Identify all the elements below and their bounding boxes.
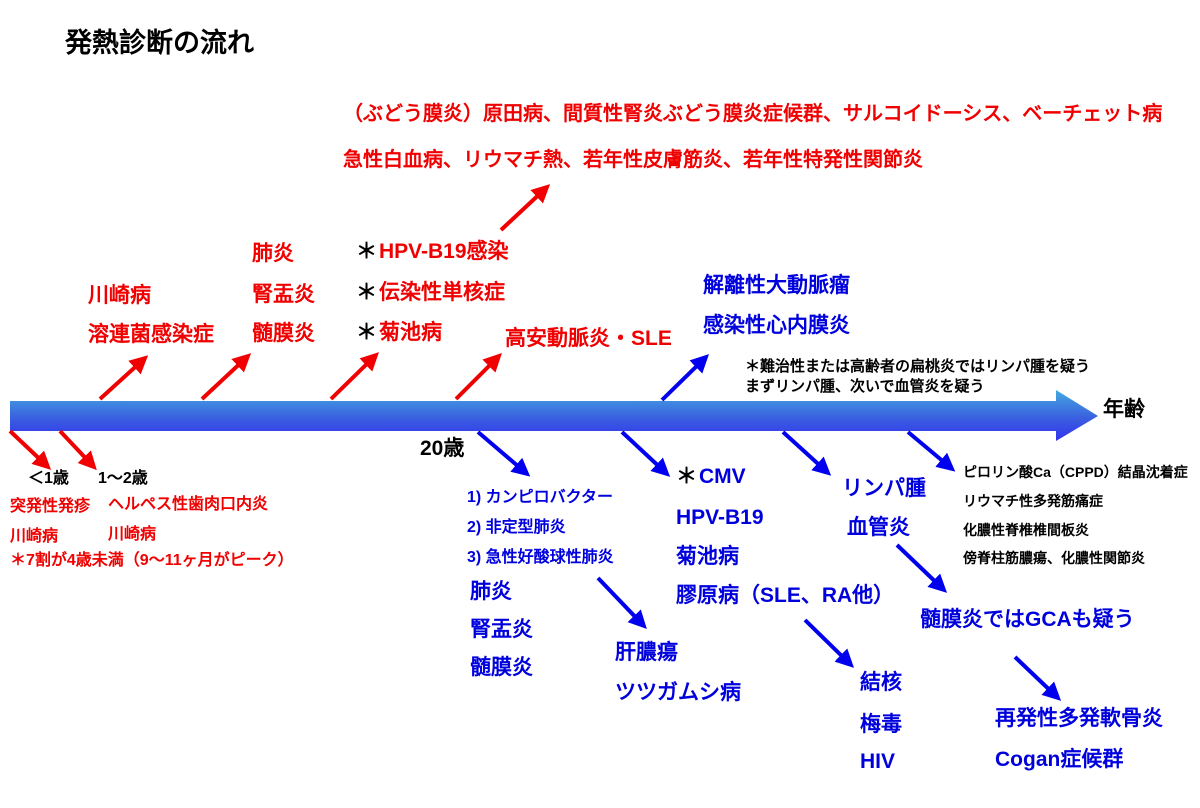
arrow-to-lt1 (8, 429, 52, 470)
label-pyelonephritis-child: 腎盂炎 (252, 283, 315, 306)
label-cmv: ＊CMV (676, 465, 746, 488)
label-cppd: ピロリン酸Ca（CPPD）結晶沈着症 (963, 464, 1188, 480)
label-relapsing-polychondritis: 再発性多発軟骨炎 (995, 707, 1163, 730)
label-endocarditis: 感染性心内膜炎 (703, 314, 850, 337)
arrow-to-tb (803, 618, 855, 668)
tonsil-note-line2: まずリンパ腫、次いで血管炎を疑う (745, 378, 985, 395)
arrow-to-top-note (499, 184, 551, 232)
label-liver-abscess: 肝膿瘍 (615, 641, 678, 664)
label-meningitis-adult: 髄膜炎 (470, 656, 533, 679)
note-kawasaki-peak: ＊7割が4歳未満（9～11ヶ月がピーク） (10, 552, 294, 569)
top-note-line1: （ぶどう膜炎）原田病、間質性腎炎ぶどう膜炎症候群、サルコイドーシス、ベーチェット… (343, 103, 1163, 125)
label-meningitis-child: 髄膜炎 (252, 322, 315, 345)
label-syphilis: 梅毒 (860, 713, 902, 736)
label-pmr: リウマチ性多発筋痛症 (963, 493, 1103, 509)
asterisk-icon: ＊ (676, 465, 697, 488)
label-tsutsugamushi: ツツガムシ病 (615, 681, 741, 704)
label-vasculitis: 血管炎 (847, 516, 910, 539)
label-roseola: 突発性発疹 (10, 498, 91, 515)
list-item-atypical-pneumonia: 2) 非定型肺炎 (467, 519, 566, 536)
label-strep-infection: 溶連菌感染症 (88, 323, 214, 346)
label-spondylodiscitis: 化膿性脊椎椎間板炎 (963, 522, 1089, 538)
label-kawasaki: 川崎病 (88, 284, 151, 307)
arrow-to-adult-list (476, 430, 531, 477)
label-aortic-dissection: 解離性大動脈瘤 (703, 274, 850, 297)
label-hiv: HIV (860, 750, 896, 773)
label-collagen-disease: 膠原病（SLE、RA他） (676, 584, 895, 607)
axis-label-age: 年齢 (1103, 398, 1145, 421)
asterisk-icon: ＊ (356, 281, 377, 304)
axis-tick-20years: 20歳 (420, 437, 465, 460)
label-pneumonia-child: 肺炎 (252, 242, 294, 265)
arrow-to-lymphoma (781, 430, 832, 476)
note-gca: 髄膜炎ではGCAも疑う (920, 608, 1135, 631)
arrow-to-gca-note (895, 543, 948, 593)
asterisk-icon: ＊ (356, 240, 377, 263)
label-paraspinal-abscess: 傍脊柱筋膿瘍、化膿性関節炎 (963, 550, 1145, 566)
arrow-to-polychondritis (1013, 655, 1062, 701)
arrow-to-kikuchi-teen (329, 352, 380, 401)
tonsil-note-line1: ＊難治性または高齢者の扁桃炎ではリンパ腫を疑う (745, 358, 1091, 375)
label-lymphoma: リンパ腫 (842, 477, 926, 500)
label-kikuchi-teen: ＊菊池病 (356, 321, 442, 344)
label-pneumonia-adult: 肺炎 (470, 580, 512, 603)
label-tuberculosis: 結核 (860, 671, 902, 694)
label-herpetic-gingivostomatitis: ヘルペス性歯肉口内炎 (108, 496, 269, 513)
asterisk-icon: ＊ (356, 321, 377, 344)
arrow-to-kawasaki (98, 355, 149, 401)
label-pyelonephritis-adult: 腎盂炎 (470, 618, 533, 641)
label-kawasaki-under1: 川崎病 (10, 528, 59, 545)
arrow-to-1to2 (58, 429, 97, 471)
arrow-to-takayasu (454, 353, 502, 401)
arrow-to-cmv (620, 430, 671, 477)
page-title: 発熱診断の流れ (65, 28, 254, 58)
arrow-to-liver-abscess (596, 576, 647, 630)
list-item-eosinophilic-pneumonia: 3) 急性好酸球性肺炎 (467, 549, 614, 566)
label-under-1yr: ＜1歳 (28, 470, 69, 487)
label-kikuchi-adult: 菊池病 (676, 545, 739, 568)
arrow-to-meningitis-child (200, 353, 252, 401)
label-kawasaki-1to2: 川崎病 (108, 526, 157, 543)
list-item-campylobacter: 1) カンピロバクター (467, 489, 614, 506)
label-1-2yr: 1～2歳 (98, 470, 148, 487)
arrow-to-cppd-list (906, 430, 956, 472)
label-hpv-b19-adult: HPV-B19 (676, 506, 764, 529)
label-mononucleosis: ＊伝染性単核症 (356, 281, 505, 304)
label-takayasu-sle: 高安動脈炎・SLE (505, 327, 672, 350)
label-hpv-b19-infection: ＊HPV-B19感染 (356, 240, 509, 263)
label-cogan-syndrome: Cogan症候群 (995, 748, 1124, 771)
age-axis-arrow (10, 390, 1098, 441)
arrow-to-endocarditis (660, 354, 710, 402)
top-note-line2: 急性白血病、リウマチ熱、若年性皮膚筋炎、若年性特発性関節炎 (343, 149, 923, 171)
